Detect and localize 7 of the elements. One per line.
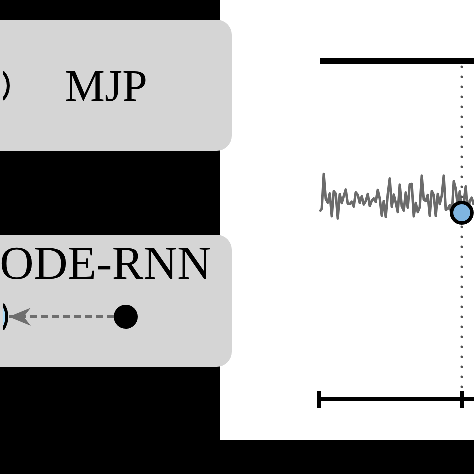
model-panel xyxy=(0,20,232,151)
marker-circle xyxy=(450,201,474,225)
solid-dot xyxy=(114,305,138,329)
model-label: ODE-RNN xyxy=(0,241,212,288)
model-panel xyxy=(0,235,232,367)
model-label: MJP xyxy=(65,64,148,109)
dashed-arrow xyxy=(9,308,114,326)
